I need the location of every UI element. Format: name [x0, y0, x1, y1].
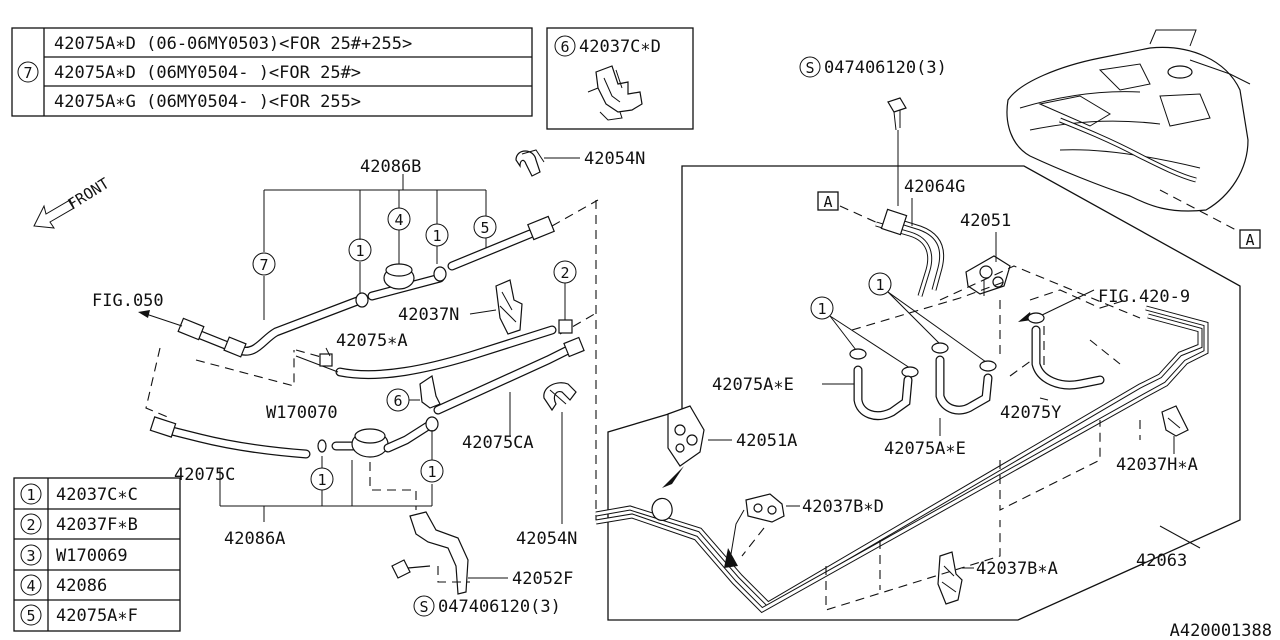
marker-5: 5: [480, 219, 489, 237]
marker-1-a: 1: [355, 242, 364, 260]
legend-bottom-part-1: 42037C∗C: [56, 485, 138, 505]
label-42075ae-right: 42075A∗E: [884, 439, 966, 459]
legend-bottom-table: 1 2 3 4 5 42037C∗C 42037F∗B W170069 4208…: [13, 477, 181, 632]
marker-1-c: 1: [317, 471, 326, 489]
legend-bottom-part-2: 42037F∗B: [56, 515, 138, 535]
clip-42037bd: [729, 493, 785, 561]
callout-a-left: A: [823, 193, 832, 211]
label-42037n: 42037N: [398, 305, 459, 325]
bolt-top: [887, 97, 907, 131]
label-42037ha: 42037H∗A: [1116, 455, 1198, 475]
pipe-42064g: [875, 208, 945, 297]
label-42051a: 42051A: [736, 431, 797, 451]
label-42075ca: 42075CA: [462, 433, 534, 453]
label-w170070: W170070: [266, 403, 338, 423]
legend-marker-7: [17, 61, 39, 83]
legend-top-row-1: 42075A∗D (06-06MY0503)<FOR 25#+255>: [54, 34, 412, 54]
grommet-42051a: [667, 405, 705, 467]
clip-6-illustration: [587, 65, 643, 121]
bolt-top-text: 047406120(3): [824, 58, 947, 78]
legend-bottom-marker-5: 5: [26, 607, 35, 625]
bolt-bottom-marker: S: [419, 598, 428, 616]
plate-42051: [965, 255, 1011, 296]
clip-42054n-top: [515, 149, 545, 177]
clip-42037n: [495, 279, 523, 335]
label-42075y: 42075Y: [1000, 403, 1061, 423]
purge-valve-lower: [331, 416, 439, 458]
diagram-code: A420001388: [1170, 621, 1272, 640]
label-42086b: 42086B: [360, 157, 421, 177]
clip-42037ba: [937, 551, 963, 605]
legend-bottom-part-4: 42086: [56, 576, 107, 596]
legend-bottom-marker-3: 3: [26, 547, 35, 565]
marker-6: 6: [393, 392, 402, 410]
label-42037ba: 42037B∗A: [976, 559, 1058, 579]
legend-bottom-marker-2: 2: [26, 516, 35, 534]
marker-1-e: 1: [817, 300, 826, 318]
legend-marker-7-text: 7: [23, 64, 32, 82]
front-arrow: FRONT: [33, 174, 113, 229]
legend-top-table: 7 42075A∗D (06-06MY0503)<FOR 25#+255> 42…: [11, 27, 533, 117]
clip-w170070: [319, 353, 333, 367]
bracket-42052f: [391, 511, 508, 595]
label-42075a: 42075∗A: [336, 331, 408, 351]
label-fig420-9: FIG.420-9: [1098, 287, 1190, 307]
marker-4: 4: [394, 211, 403, 229]
fuel-tank: [1006, 29, 1251, 212]
label-42075c: 42075C: [174, 465, 235, 485]
label-42086a: 42086A: [224, 529, 285, 549]
front-label: FRONT: [65, 174, 113, 213]
bolt-bottom-text: 047406120(3): [438, 597, 561, 617]
label-42054n-bottom: 42054N: [516, 529, 577, 549]
bolt-top-marker: S: [805, 59, 814, 77]
legend-top-row-3: 42075A∗G (06MY0504- )<FOR 255>: [54, 92, 361, 112]
label-42051: 42051: [960, 211, 1011, 231]
left-hose-assembly: S 047406120(3) 7 1 4 1 5 2 6 1 1 42086B …: [92, 149, 645, 617]
marker-2: 2: [560, 264, 569, 282]
label-42063: 42063: [1136, 551, 1187, 571]
legend-bottom-marker-4: 4: [26, 577, 35, 595]
right-fuel-line-assembly: A S 047406120(3) A: [595, 29, 1261, 621]
label-42064g: 42064G: [904, 177, 965, 197]
label-fig050: FIG.050: [92, 291, 164, 311]
legend-bottom-part-5: 42075A∗F: [56, 606, 138, 626]
label-42052f: 42052F: [512, 569, 573, 589]
legend-bottom-part-3: W170069: [56, 546, 128, 566]
legend-box-6: 6 42037C∗D: [546, 27, 694, 130]
clip-42037ha: [1161, 405, 1189, 437]
legend-box-6-part: 42037C∗D: [579, 37, 661, 57]
purge-valve-4: [383, 263, 415, 290]
marker-7: 7: [259, 256, 268, 274]
legend-bottom-marker-1: 1: [26, 486, 35, 504]
marker-1-f: 1: [875, 276, 884, 294]
label-42037bd: 42037B∗D: [802, 497, 884, 517]
label-42075ae-left: 42075A∗E: [712, 375, 794, 395]
marker-1-d: 1: [427, 463, 436, 481]
callout-a-right: A: [1245, 231, 1254, 249]
clip-42054n-bottom: [543, 382, 577, 412]
legend-box-6-marker: 6: [560, 38, 569, 56]
legend-top-row-2: 42075A∗D (06MY0504- )<FOR 25#>: [54, 63, 361, 83]
marker-1-b: 1: [432, 227, 441, 245]
label-42054n-top: 42054N: [584, 149, 645, 169]
